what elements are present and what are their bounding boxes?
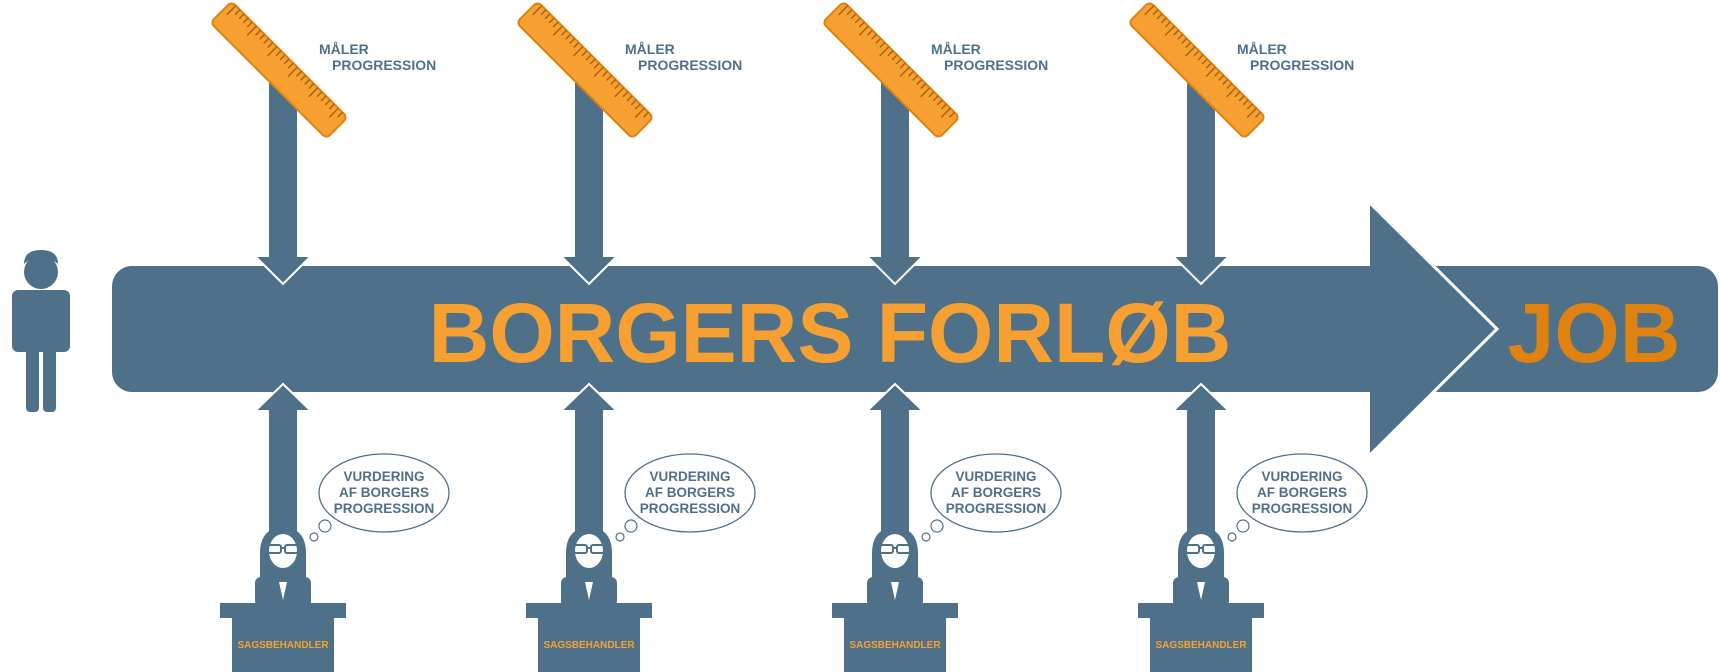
- thought-line-3: PROGRESSION: [1252, 501, 1353, 516]
- ruler-icon: [1129, 2, 1265, 138]
- assessment-up-arrow: [1170, 382, 1232, 546]
- caseworker-person-icon: [1173, 527, 1229, 607]
- journey-title: BORGERS FORLØB: [429, 286, 1232, 380]
- caseworker-desk: SAGSBEHANDLER: [526, 603, 652, 672]
- thought-line-2: AF BORGERS: [1257, 485, 1347, 500]
- ruler-label-line1: MÅLER: [625, 41, 675, 57]
- assessment-up-arrow: [864, 382, 926, 546]
- citizen-person-icon: [12, 250, 70, 412]
- caseworker-person-icon: [867, 527, 923, 607]
- thought-line-1: VURDERING: [649, 469, 730, 484]
- thought-line-3: PROGRESSION: [946, 501, 1047, 516]
- desk-label: SAGSBEHANDLER: [237, 640, 329, 651]
- ruler-label-line2: PROGRESSION: [638, 57, 742, 73]
- thought-line-1: VURDERING: [955, 469, 1036, 484]
- thought-line-2: AF BORGERS: [951, 485, 1041, 500]
- caseworker-person-icon: [561, 527, 617, 607]
- ruler-label-line2: PROGRESSION: [1250, 57, 1354, 73]
- ruler-icon: [211, 2, 347, 138]
- ruler-label-line1: MÅLER: [931, 41, 981, 57]
- desk-label: SAGSBEHANDLER: [543, 640, 635, 651]
- ruler-label-line2: PROGRESSION: [944, 57, 1048, 73]
- caseworker-desk: SAGSBEHANDLER: [1138, 603, 1264, 672]
- thought-line-2: AF BORGERS: [645, 485, 735, 500]
- journey-arrow: [112, 201, 1718, 457]
- ruler-icon: [823, 2, 959, 138]
- caseworker-desk: SAGSBEHANDLER: [220, 603, 346, 672]
- thought-line-1: VURDERING: [1261, 469, 1342, 484]
- assessment-up-arrow: [252, 382, 314, 546]
- ruler-label-line2: PROGRESSION: [332, 57, 436, 73]
- desk-label: SAGSBEHANDLER: [849, 640, 941, 651]
- caseworker-person-icon: [255, 527, 311, 607]
- desk-label: SAGSBEHANDLER: [1155, 640, 1247, 651]
- thought-line-3: PROGRESSION: [334, 501, 435, 516]
- ruler-label-line1: MÅLER: [319, 41, 369, 57]
- thought-line-3: PROGRESSION: [640, 501, 741, 516]
- assessment-up-arrow: [558, 382, 620, 546]
- ruler-label-line1: MÅLER: [1237, 41, 1287, 57]
- goal-label: JOB: [1508, 286, 1681, 380]
- ruler-icon: [517, 2, 653, 138]
- thought-line-2: AF BORGERS: [339, 485, 429, 500]
- thought-line-1: VURDERING: [343, 469, 424, 484]
- caseworker-desk: SAGSBEHANDLER: [832, 603, 958, 672]
